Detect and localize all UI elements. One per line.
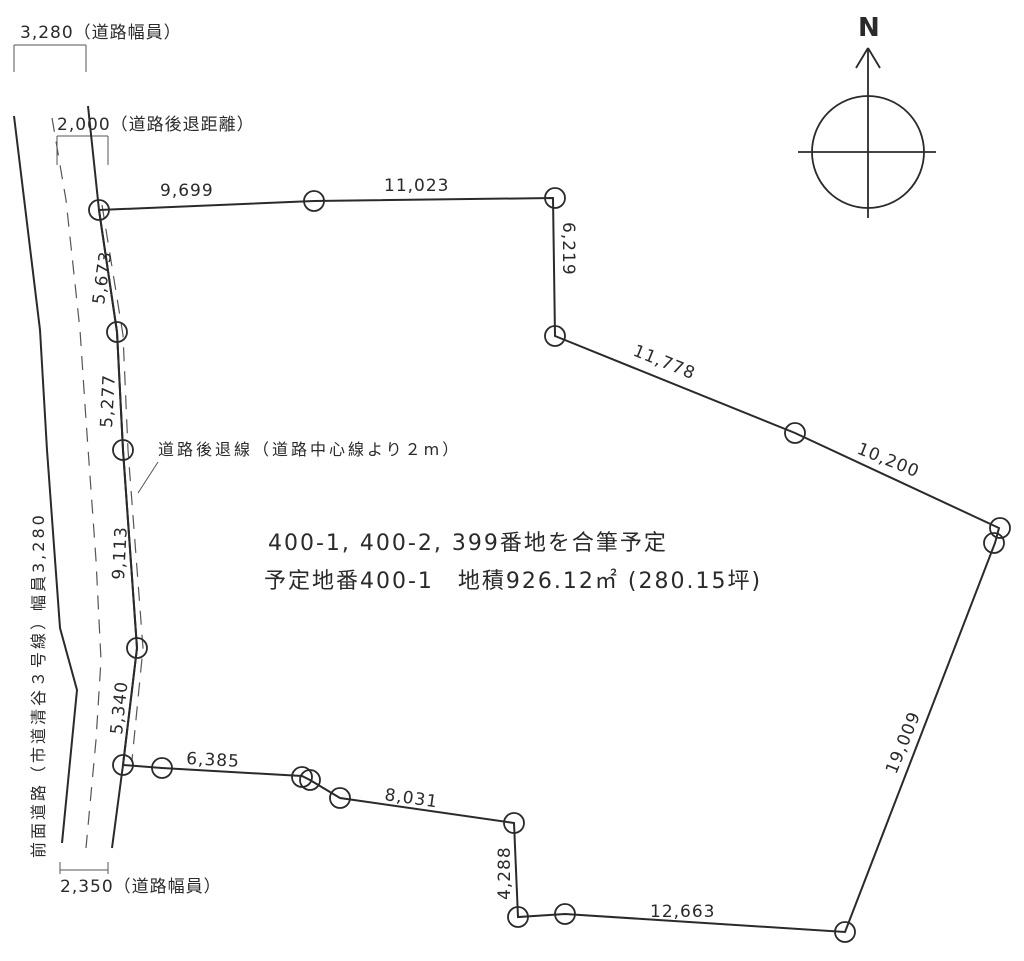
dim-diag-1: 11,778 (630, 341, 698, 384)
setback-distance-label: 2,000（道路後退距離） (57, 115, 255, 135)
dim-lower-1: 6,385 (186, 749, 241, 772)
dim-left-4: 5,340 (107, 680, 133, 735)
setback-distance-dimension: 2,000（道路後退距離） (56, 115, 255, 165)
dim-top-2: 11,023 (384, 176, 449, 196)
area-note: 予定地番400-1 地積926.12㎡ (280.15坪) (264, 568, 762, 594)
dim-top-1: 9,699 (160, 181, 214, 201)
road-width-bottom-label: 2,350（道路幅員） (60, 877, 222, 897)
setback-line-leader (137, 461, 159, 494)
north-label: N (858, 13, 880, 43)
dim-bottom: 12,663 (650, 902, 715, 922)
dim-left-2: 5,277 (97, 374, 120, 429)
road-width-top-dimension: 3,280（道路幅員） (13, 23, 182, 72)
road-name-label: 前面道路（市道清谷３号線）幅員3,280 (29, 512, 48, 858)
dim-left-3: 9,113 (109, 526, 132, 581)
dim-step-vertical: 4,288 (495, 846, 515, 900)
boundary-markers (88, 187, 1011, 943)
setback-line-label: 道路後退線（道路中心線より２m） (158, 440, 461, 459)
north-compass-icon: N (798, 13, 936, 218)
road-width-top-label: 3,280（道路幅員） (20, 23, 182, 43)
dim-right-short: 6,219 (558, 222, 578, 276)
merge-note: 400-1, 400-2, 399番地を合筆予定 (268, 531, 668, 556)
dim-lower-2: 8,031 (383, 785, 439, 812)
road-width-bottom-dimension: 2,350（道路幅員） (59, 862, 222, 897)
parcel-boundary (98, 196, 1001, 934)
